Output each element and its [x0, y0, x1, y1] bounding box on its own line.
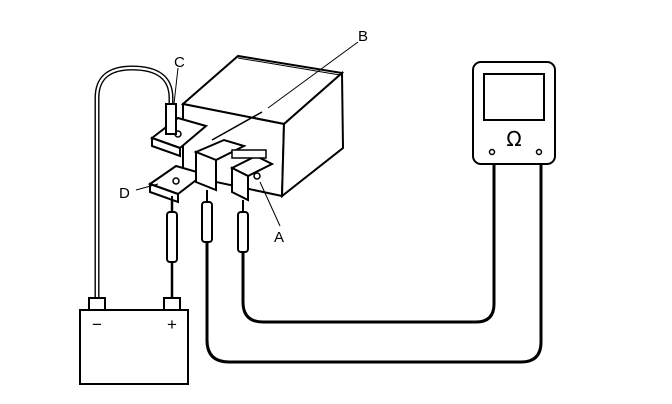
leader-b [267, 41, 359, 109]
ohmmeter-jack-left [488, 148, 496, 156]
leader-c [173, 67, 179, 105]
terminal-c [149, 103, 209, 158]
probe-meter-b [201, 190, 213, 243]
terminal-a [229, 149, 275, 202]
ohm-symbol: Ω [506, 127, 521, 151]
battery-positive-label: + [167, 315, 177, 334]
terminal-b [193, 111, 263, 192]
label-a: A [274, 229, 284, 246]
battery-negative-post [88, 297, 106, 311]
wire-meter-to-b [205, 160, 543, 364]
label-d: D [119, 185, 130, 202]
ohmmeter: Ω [472, 61, 556, 165]
label-b: B [358, 28, 368, 45]
battery: − + [79, 297, 189, 385]
battery-positive-post [163, 297, 181, 311]
battery-negative-label: − [92, 315, 102, 334]
leader-d [135, 183, 159, 191]
probe-meter-a [237, 200, 249, 253]
label-c: C [174, 54, 185, 71]
wire-meter-to-a [241, 160, 496, 324]
ohmmeter-display [483, 73, 545, 121]
ohmmeter-jack-right [535, 148, 543, 156]
leader-a [259, 181, 281, 227]
probe-battery-positive [166, 196, 178, 263]
